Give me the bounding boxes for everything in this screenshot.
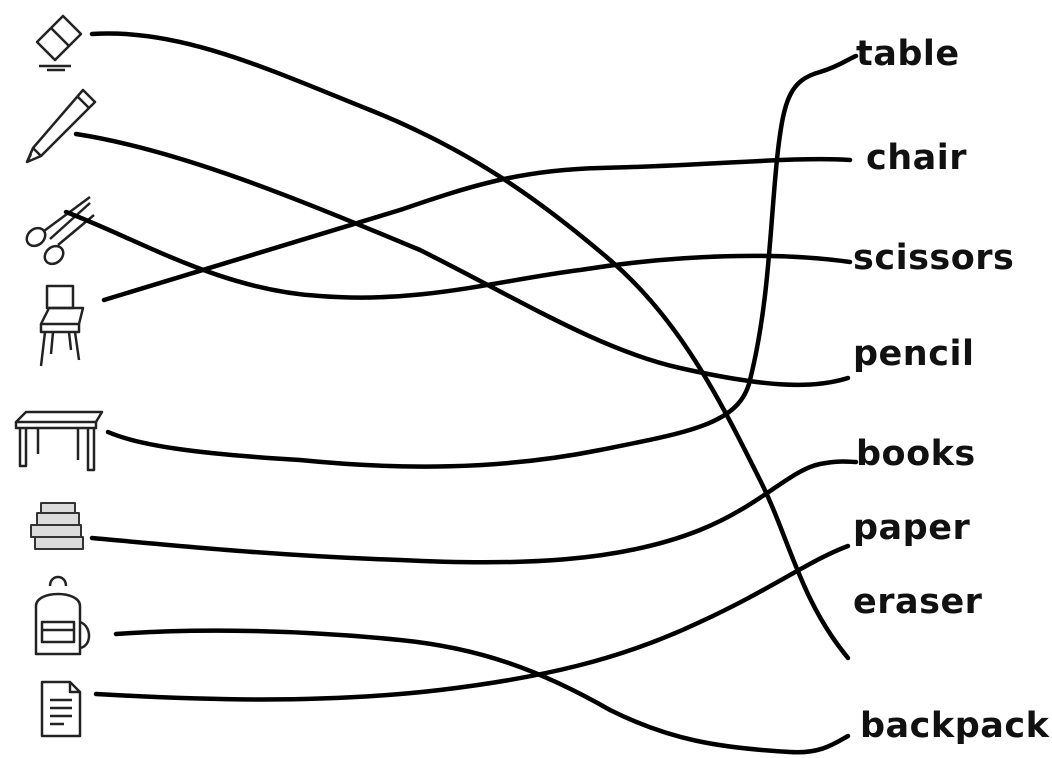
line-pencil-to-pencil <box>73 131 851 388</box>
scissors-picture <box>0 190 120 272</box>
table-icon <box>14 410 104 472</box>
books-picture <box>0 486 120 568</box>
line-books-to-books <box>89 459 859 565</box>
word-backpack: backpack <box>860 706 1050 746</box>
chair-icon <box>39 284 85 367</box>
scissors-icon <box>25 195 95 266</box>
table-picture <box>0 400 120 482</box>
paper-icon <box>40 680 82 738</box>
line-chair-to-chair <box>101 156 853 303</box>
word-table: table <box>856 34 960 74</box>
line-table-to-table <box>105 53 859 469</box>
word-paper: paper <box>853 508 971 548</box>
pencil-icon <box>25 88 97 164</box>
books-icon <box>30 502 84 550</box>
word-scissors: scissors <box>853 238 1015 278</box>
eraser-picture <box>0 0 120 80</box>
word-eraser: eraser <box>853 582 983 622</box>
paper-picture <box>0 668 120 750</box>
word-chair: chair <box>866 138 968 178</box>
line-scissors-to-scissors <box>63 209 853 300</box>
backpack-picture <box>0 575 120 658</box>
line-backpack-to-backpack <box>113 628 851 755</box>
line-paper-to-paper <box>93 543 851 702</box>
pencil-picture <box>0 88 120 170</box>
word-books: books <box>856 434 976 474</box>
word-pencil: pencil <box>853 334 975 374</box>
eraser-icon <box>35 14 83 72</box>
line-eraser-to-eraser <box>89 31 851 661</box>
chair-picture <box>0 284 120 367</box>
backpack-icon <box>34 575 91 656</box>
